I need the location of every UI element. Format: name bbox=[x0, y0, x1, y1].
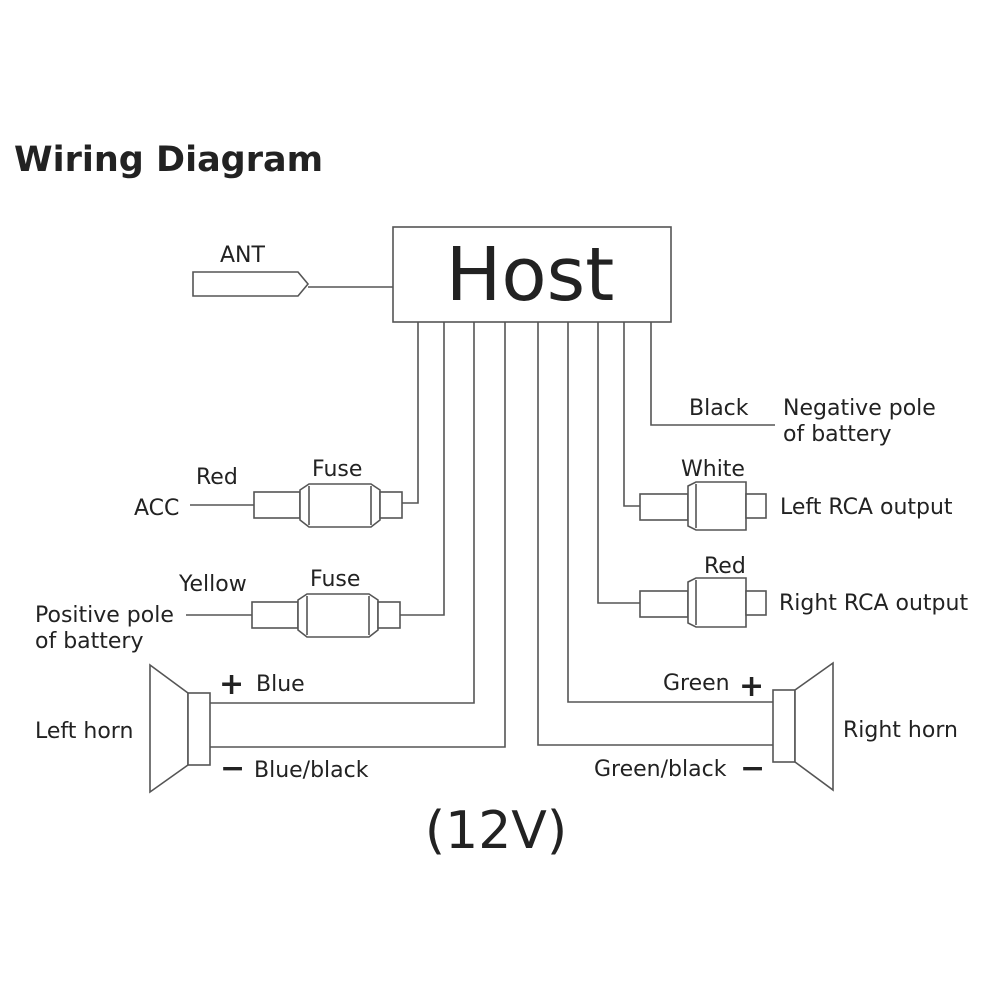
diagram-title: Wiring Diagram bbox=[14, 140, 323, 180]
right-plus-sign: + bbox=[739, 669, 764, 704]
left-horn-speaker bbox=[149, 663, 211, 794]
blue-black-wire bbox=[210, 322, 506, 748]
positive-pole-label-2: of battery bbox=[35, 629, 144, 654]
ground-wire bbox=[650, 322, 775, 426]
black-label: Black bbox=[689, 396, 749, 421]
antenna-connector bbox=[192, 271, 393, 297]
acc-fuse-label: Fuse bbox=[312, 457, 362, 482]
right-rca-red-label: Red bbox=[704, 554, 746, 579]
positive-pole-label-1: Positive pole bbox=[35, 603, 174, 628]
host-unit: Host bbox=[392, 226, 672, 323]
left-plus-sign: + bbox=[219, 667, 244, 702]
yellow-label: Yellow bbox=[178, 572, 247, 597]
right-horn-speaker bbox=[772, 661, 834, 792]
acc-label: ACC bbox=[134, 496, 179, 521]
battery-fuse-label: Fuse bbox=[310, 567, 360, 592]
right-rca-label: Right RCA output bbox=[779, 591, 968, 616]
green-black-label: Green/black bbox=[594, 757, 727, 782]
green-wire bbox=[567, 322, 773, 703]
acc-wire bbox=[190, 322, 419, 506]
blue-label: Blue bbox=[256, 672, 305, 697]
left-rca-wire bbox=[623, 322, 640, 507]
battery-positive-wire bbox=[186, 322, 445, 616]
left-rca-connector bbox=[639, 481, 767, 531]
acc-red-label: Red bbox=[196, 465, 238, 490]
right-rca-wire bbox=[597, 322, 640, 604]
blue-wire bbox=[210, 322, 475, 704]
blue-black-label: Blue/black bbox=[254, 758, 369, 783]
right-minus-sign: − bbox=[740, 751, 765, 786]
host-label: Host bbox=[446, 232, 615, 318]
white-label: White bbox=[681, 457, 745, 482]
left-horn-label: Left horn bbox=[35, 719, 133, 744]
green-black-wire bbox=[537, 322, 773, 746]
green-label: Green bbox=[663, 671, 730, 696]
left-rca-label: Left RCA output bbox=[780, 495, 953, 520]
negative-pole-label-2: of battery bbox=[783, 422, 892, 447]
battery-fuse bbox=[251, 593, 401, 638]
acc-fuse bbox=[253, 483, 403, 528]
right-horn-label: Right horn bbox=[843, 718, 958, 743]
left-minus-sign: − bbox=[220, 751, 245, 786]
negative-pole-label-1: Negative pole bbox=[783, 396, 936, 421]
ant-label: ANT bbox=[220, 243, 266, 268]
voltage-label: (12V) bbox=[425, 801, 567, 861]
right-rca-connector bbox=[639, 577, 767, 628]
